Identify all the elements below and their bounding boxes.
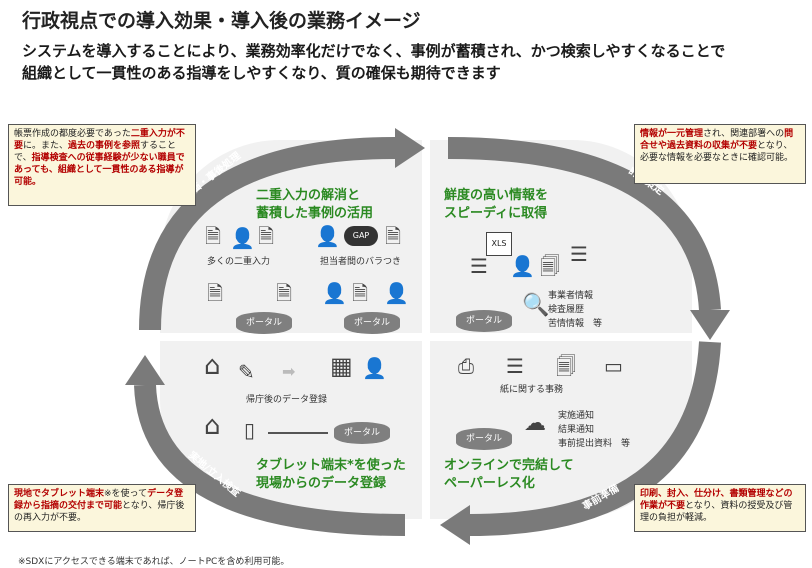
br-list-item: 事前提出資料 等 [558, 439, 631, 449]
building-icon: ▦ [330, 352, 353, 380]
tl-heading-2: 蓄積した事例の活用 [256, 206, 374, 221]
br-list-item: 結果通知 [558, 425, 595, 435]
callout-emphasis: 過去の事例を参照 [68, 141, 141, 151]
label-return-registration: 帰庁後のデータ登録 [246, 395, 328, 405]
arrow-bottom-left [134, 384, 406, 536]
label-variance: 担当者間のバラつき [320, 257, 402, 267]
person-desk-icon: 👤 [362, 356, 387, 380]
portal-database-icon: ポータル [334, 422, 390, 444]
callout-text: となり、必要な情報を必要なときに確認可能。 [640, 141, 794, 163]
magnifier-icon: 🔍 [522, 293, 550, 318]
arrowhead-bottom-left [125, 355, 165, 385]
printer-icon: ⎙ [458, 354, 474, 378]
person-desk-icon: 👤 [510, 254, 535, 278]
document-icon: 🗎 [205, 224, 222, 248]
person-icon: 👤 [322, 281, 347, 305]
bl-heading-1: タブレット端末*を使った [256, 458, 406, 473]
document-list-icon: ☰ [506, 354, 524, 378]
person-icon: 👤 [315, 224, 340, 248]
callout-text: となり、資料の授受及び管理の負担が軽減。 [640, 501, 793, 523]
gap-cloud-icon: GAP [344, 226, 378, 246]
callout-text: ※を使って [104, 489, 148, 499]
tr-list-item: 苦情情報 等 [548, 319, 603, 329]
callout-bottom-right: 印刷、封入、仕分け、書類管理などの作業が不要となり、資料の授受及び管理の負担が軽… [634, 484, 806, 532]
arrow-right-icon: ➡ [282, 362, 296, 381]
lead-line-1: システムを導入することにより、業務効率化だけでなく、事例が蓄積され、かつ検索しや… [22, 42, 726, 60]
br-heading-2: ペーパーレス化 [444, 476, 535, 491]
callout-text: に。また、 [23, 141, 69, 151]
document-stack-icon: 🗐 [556, 354, 576, 378]
arrow-line [268, 432, 328, 434]
document-icon: 🗎 [276, 281, 293, 305]
person-icon: 👤 [384, 281, 409, 305]
br-heading-1: オンラインで完結して [444, 458, 574, 473]
tl-heading-1: 二重入力の解消と [256, 188, 361, 203]
document-list-icon: ☰ [470, 254, 488, 278]
tr-heading-2: スピーディに取得 [444, 206, 548, 221]
document-list-icon: ☰ [570, 242, 588, 266]
callout-emphasis: 印刷、封入、仕分け、書類管理などの作業が不要 [640, 489, 793, 511]
document-icon: 🗎 [385, 224, 402, 248]
tr-list-item: 検査履歴 [548, 305, 585, 315]
callout-text: となり、帰庁後の再入力が不要。 [14, 501, 185, 523]
callout-text: することで、 [14, 141, 177, 163]
house-icon: ⌂ [204, 351, 221, 381]
callout-emphasis: データ登録から指摘の交付まで可能 [14, 489, 184, 511]
quadrant-top-left [160, 140, 422, 333]
person-desk-icon: 👤 [230, 226, 255, 250]
portal-database-icon: ポータル [236, 312, 292, 334]
lead-line-2: 組織として一貫性のある指導をしやすくなり、質の確保も期待できます [22, 64, 501, 82]
callout-emphasis: 指導検査への従事経験が少ない職員であっても、組織として一貫性のある指導が可能。 [14, 153, 185, 187]
document-icon: 🗎 [258, 224, 275, 248]
portal-database-icon: ポータル [456, 310, 512, 332]
br-list-item: 実施通知 [558, 411, 595, 421]
callout-top-left: 帳票作成の都度必要であった二重入力が不要に。また、過去の事例を参照することで、指… [8, 124, 196, 206]
arrowhead-bottom-right [440, 505, 470, 545]
arrow-top-right [447, 137, 721, 311]
label-double-input: 多くの二重入力 [207, 257, 271, 267]
callout-bottom-left: 現地でタブレット端末※を使ってデータ登録から指摘の交付まで可能となり、帰庁後の再… [8, 484, 196, 532]
callout-emphasis: 現地でタブレット端末 [14, 489, 105, 499]
label-paper-work: 紙に関する事務 [500, 385, 564, 395]
xls-file-icon: XLS [486, 232, 512, 256]
arrow-bottom-right [469, 341, 721, 536]
callout-emphasis: 二重入力が不要 [14, 129, 185, 151]
page-title: 行政視点での導入効果・導入後の業務イメージ [22, 10, 421, 32]
portal-database-icon: ポータル [456, 428, 512, 450]
arrowhead-top-right [690, 310, 730, 340]
callout-text: 帳票作成の都度必要であった [14, 129, 131, 139]
callout-text: され、関連部署への [703, 129, 785, 139]
tablet-icon: ▯ [244, 418, 256, 442]
tray-icon: ▭ [604, 354, 623, 378]
cloud-upload-icon: ☁ [524, 411, 546, 436]
arrow-top-left [139, 137, 396, 331]
document-icon: 🗎 [207, 281, 224, 305]
arrowhead-top-left [395, 128, 425, 168]
bl-heading-2: 現場からのデータ登録 [256, 476, 387, 491]
tr-list-item: 事業者情報 [548, 291, 594, 301]
house-icon: ⌂ [204, 411, 221, 441]
callout-emphasis: 問合せや過去資料の収集が不要 [640, 129, 794, 151]
portal-database-icon: ポータル [344, 312, 400, 334]
document-stack-icon: 🗐 [540, 254, 560, 278]
clipboard-pen-icon: ✎ [238, 360, 255, 384]
callout-emphasis: 情報が一元管理 [640, 129, 704, 139]
document-icon: 🗎 [352, 281, 369, 305]
tr-heading-1: 鮮度の高い情報を [444, 188, 549, 203]
footnote: ※SDXにアクセスできる端末であれば、ノートPCを含め利用可能。 [18, 557, 290, 567]
callout-top-right: 情報が一元管理され、関連部署への問合せや過去資料の収集が不要となり、必要な情報を… [634, 124, 806, 184]
